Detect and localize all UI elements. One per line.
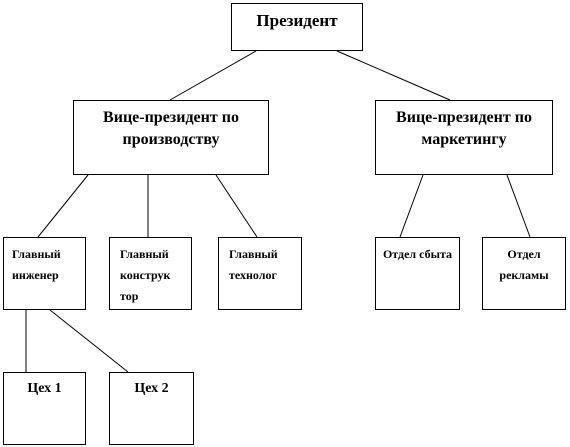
line-vp-marketing-advertising <box>506 174 531 238</box>
sales-department-box: Отдел сбыта <box>375 237 460 310</box>
line-president-vp-marketing <box>336 50 451 101</box>
workshop-2-box: Цех 2 <box>109 372 194 445</box>
vp-production-label: Вице-президент по производству <box>103 109 239 148</box>
president-box: Президент <box>231 3 363 51</box>
advertising-department-label: Отдел рекламы <box>499 247 549 282</box>
sales-department-label: Отдел сбыта <box>382 247 453 261</box>
line-president-vp-production <box>169 50 257 101</box>
line-chief-engineer-workshop-2 <box>49 309 129 373</box>
chief-technologist-label: Главный технолог <box>229 247 278 282</box>
president-label: Президент <box>256 11 338 30</box>
line-vp-marketing-sales <box>399 174 424 238</box>
workshop-2-label: Цех 2 <box>134 381 169 396</box>
advertising-department-box: Отдел рекламы <box>482 237 566 310</box>
vp-marketing-label: Вице-президент по маркетингу <box>396 109 532 148</box>
chief-engineer-box: Главный инженер <box>3 237 86 310</box>
line-vp-production-chief-technologist <box>215 174 258 238</box>
chief-engineer-label: Главный инженер <box>12 247 61 282</box>
chief-designer-label: Главный конструк тор <box>120 247 171 303</box>
line-vp-production-chief-engineer <box>37 174 89 238</box>
chief-designer-box: Главный конструк тор <box>109 237 192 310</box>
vp-marketing-box: Вице-президент по маркетингу <box>375 100 553 175</box>
workshop-1-box: Цех 1 <box>3 372 86 445</box>
vp-production-box: Вице-президент по производству <box>73 100 269 175</box>
chief-technologist-box: Главный технолог <box>218 237 302 310</box>
workshop-1-label: Цех 1 <box>27 381 62 396</box>
